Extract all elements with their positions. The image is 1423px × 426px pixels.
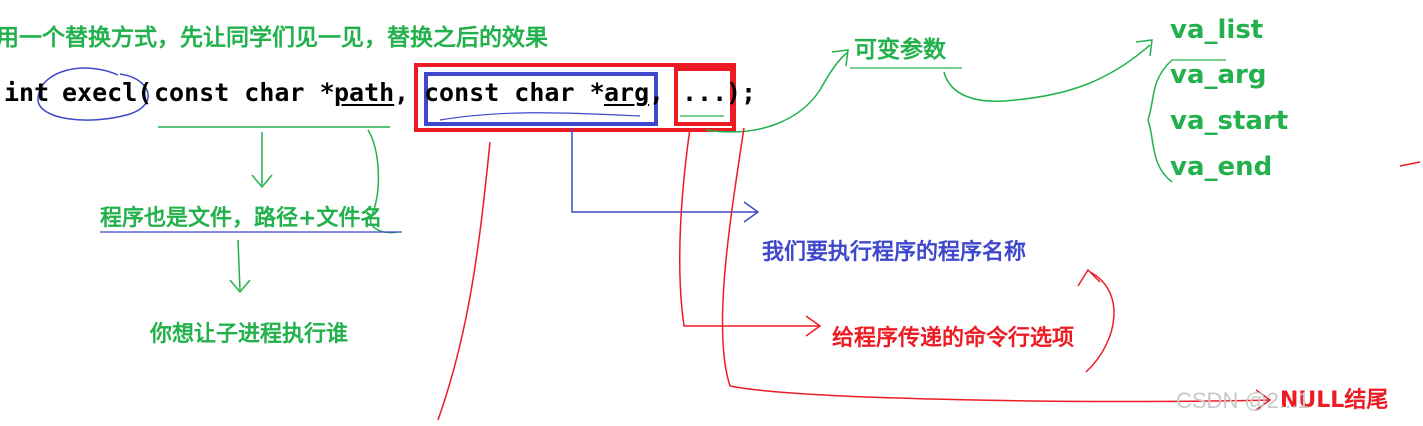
- arrow-path-down: [251, 132, 273, 189]
- param-arg-type: const char *: [424, 78, 605, 107]
- arg-note: 我们要执行程序的程序名称: [762, 240, 1027, 265]
- param-path-type: const char *: [154, 78, 335, 107]
- red-tick-right: [1399, 161, 1421, 167]
- red-box-ellipsis: [674, 67, 734, 126]
- va-end: va_end: [1170, 152, 1273, 182]
- circle-int: [37, 67, 149, 121]
- blue-box-arg: [424, 72, 658, 126]
- comma-2: ,: [649, 78, 665, 107]
- options-note: 给程序传递的命令行选项: [832, 326, 1075, 351]
- null-note: NULL结尾: [1280, 388, 1389, 413]
- arrow-arg: [571, 128, 760, 223]
- arrow-options: [679, 127, 822, 337]
- arrow-null: [721, 127, 1272, 411]
- execl-signature: int execl( const char * path , const cha…: [4, 78, 764, 110]
- curve-options-up: [1077, 268, 1115, 373]
- ellipsis: ...: [682, 78, 728, 107]
- brace-va: [1147, 59, 1173, 183]
- variadic-label: 可变参数: [854, 37, 946, 63]
- underline-arg: [439, 112, 641, 121]
- va-start: va_start: [1170, 106, 1289, 136]
- va-arg: va_arg: [1170, 60, 1267, 90]
- header-note: 用一个替换方式，先让同学们见一见，替换之后的效果: [0, 25, 548, 51]
- arrow-va: [943, 39, 1153, 102]
- comma-1: ,: [394, 78, 410, 107]
- function-name: execl(: [62, 78, 153, 107]
- arrow-note-down: [229, 239, 251, 294]
- return-type: int: [4, 78, 50, 107]
- watermark: CSDN @2...1: [1176, 388, 1310, 413]
- param-path-name: path: [334, 78, 395, 107]
- child-note: 你想让子进程执行谁: [150, 322, 349, 347]
- close-paren: );: [726, 78, 757, 107]
- param-arg-name: arg: [604, 78, 650, 107]
- va-list: va_list: [1170, 15, 1264, 45]
- bracket-path: [367, 129, 399, 234]
- red-line-left: [437, 141, 491, 421]
- path-note: 程序也是文件，路径+文件名: [100, 206, 383, 231]
